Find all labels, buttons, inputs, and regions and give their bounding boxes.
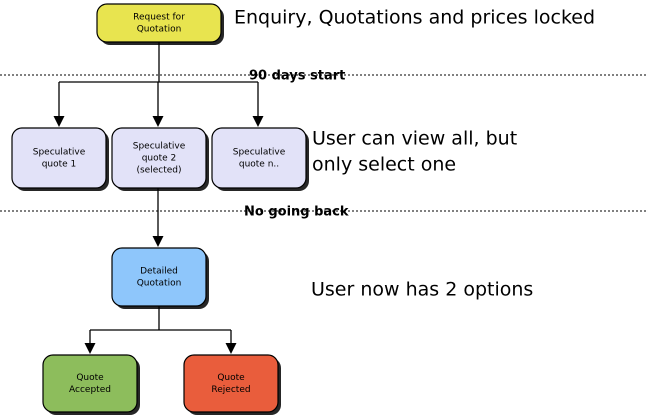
annotation-two-options-line: User now has 2 options	[311, 279, 533, 301]
arrowhead-accepted	[84, 343, 96, 354]
divider-lines-group	[0, 74, 648, 212]
node-body[interactable]	[96, 3, 222, 43]
divider-90-days-label: 90 days start	[249, 69, 345, 84]
node-speculative-quote-1[interactable]: Speculative quote 1	[11, 127, 109, 191]
node-body[interactable]	[111, 247, 207, 307]
node-label-line: Detailed	[140, 267, 178, 277]
node-body[interactable]	[211, 127, 307, 189]
arrowhead-quote-n	[252, 116, 264, 127]
node-label-line: Speculative	[233, 148, 286, 158]
annotation-enquiry-line: Enquiry, Quotations and prices locked	[234, 7, 595, 29]
node-label-line: Quotation	[137, 25, 182, 35]
node-label-line: quote 1	[42, 160, 77, 170]
arrowhead-rejected	[225, 343, 237, 354]
node-label-line: Accepted	[69, 385, 111, 395]
node-label-line: Quotation	[137, 279, 182, 289]
node-body[interactable]	[42, 354, 138, 413]
node-label-line: Speculative	[33, 148, 86, 158]
arrowhead-detailed	[152, 236, 164, 247]
node-body[interactable]	[111, 127, 207, 189]
arrowheads-group	[53, 116, 264, 354]
node-label-line: Speculative	[133, 142, 186, 152]
node-label-line: Rejected	[211, 385, 250, 395]
arrowhead-quote-2	[152, 116, 164, 127]
annotation-enquiry: Enquiry, Quotations and prices locked	[234, 7, 595, 29]
connectors-group	[58, 42, 259, 348]
node-label-line: Quote	[76, 373, 104, 383]
annotation-user-view: User can view all, but only select one	[312, 128, 517, 176]
node-label-line: Quote	[217, 373, 245, 383]
node-label-line: quote n..	[239, 160, 279, 170]
annotation-user-view-line: User can view all, but	[312, 128, 517, 150]
divider-no-going-back-label: No going back	[244, 205, 349, 220]
arrowhead-quote-1	[53, 116, 65, 127]
node-label-line: quote 2	[142, 154, 177, 164]
annotation-two-options: User now has 2 options	[311, 279, 533, 301]
node-body[interactable]	[11, 127, 107, 189]
node-body[interactable]	[183, 354, 279, 413]
node-label-line: (selected)	[136, 166, 181, 176]
node-label-line: Request for	[133, 13, 185, 23]
annotation-user-view-line: only select one	[312, 154, 456, 176]
annotations-group: Enquiry, Quotations and prices lockedUse…	[234, 7, 595, 301]
divider-labels-group: 90 days start No going back	[244, 69, 349, 220]
node-speculative-quote-n[interactable]: Speculative quote n..	[211, 127, 309, 191]
node-speculative-quote-2[interactable]: Speculative quote 2 (selected)	[111, 127, 209, 191]
